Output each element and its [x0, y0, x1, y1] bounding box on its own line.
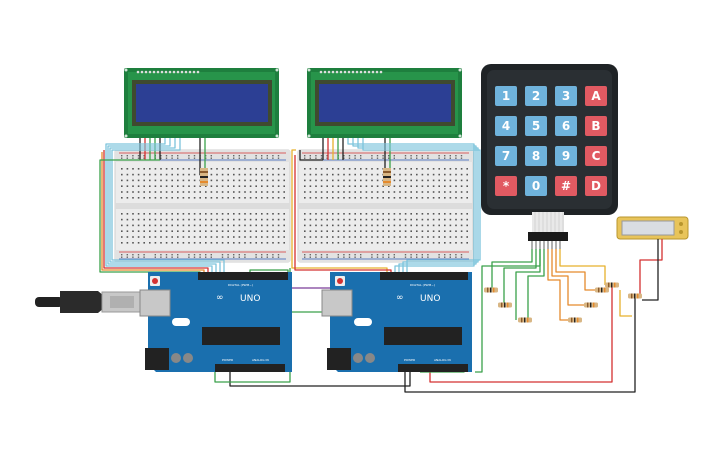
keypad-key-label: 5: [532, 119, 540, 133]
keypad-key-label: #: [561, 179, 571, 193]
keypad-key: [495, 116, 517, 136]
board-label-2: UNO: [420, 294, 440, 304]
keypad-key: [525, 176, 547, 196]
arduino-uno-2: ∞ UNO DIGITAL (PWM~) POWER ANALOG IN: [321, 272, 472, 372]
keypad-key: [525, 146, 547, 166]
keypad-key: [585, 86, 607, 106]
keypad-key-label: 2: [532, 89, 540, 103]
keypad-key-label: 1: [502, 89, 510, 103]
lcd-display-2: [307, 68, 462, 138]
header-label-1: DIGITAL (PWM~): [228, 283, 253, 287]
keypad-key-label: 3: [562, 89, 570, 103]
keypad-key-label: 6: [562, 119, 570, 133]
small-module: [616, 216, 689, 240]
keypad-key: [525, 86, 547, 106]
arduino-uno-1: ∞ UNO DIGITAL (PWM~) POWER ANALOG IN: [139, 272, 292, 372]
keypad-4x4: 1 2 3 A 4 5 6 B 7 8 9 C * 0 # D: [481, 64, 618, 249]
keypad-key: [555, 116, 577, 136]
breadboard-2: [297, 149, 474, 263]
breadboard-2-resistor: [383, 168, 391, 186]
keypad-key: [585, 176, 607, 196]
analog-label-1: ANALOG IN: [252, 358, 269, 362]
uno-logo-2: ∞: [396, 293, 404, 303]
breadboard-1: [114, 149, 291, 263]
keypad-key-label: 0: [532, 179, 540, 193]
keypad-key-label: 4: [502, 119, 510, 133]
keypad-key: [555, 146, 577, 166]
power-label-1: POWER: [222, 358, 233, 362]
keypad-key-label: B: [591, 119, 600, 133]
keypad-key-label: 7: [502, 149, 510, 163]
keypad-key-label: 8: [532, 149, 540, 163]
keypad-key-label: 9: [562, 149, 570, 163]
breadboard-1-resistor: [200, 168, 208, 186]
usb-cable: [35, 291, 143, 313]
keypad-key-label: D: [591, 179, 601, 193]
keypad-key-label: *: [503, 179, 510, 193]
resistors: [484, 282, 642, 323]
keypad-key: [555, 86, 577, 106]
keypad-key: [495, 146, 517, 166]
header-label-2: DIGITAL (PWM~): [410, 283, 435, 287]
uno-logo-1: ∞: [216, 293, 224, 303]
keypad-key: [525, 116, 547, 136]
keypad-key-label: A: [591, 89, 601, 103]
keypad-key: [495, 176, 517, 196]
keypad-key: [495, 86, 517, 106]
keypad-key: [585, 146, 607, 166]
keypad-key: [585, 116, 607, 136]
power-label-2: POWER: [404, 358, 415, 362]
keypad-key-label: C: [592, 149, 601, 163]
keypad-key: [555, 176, 577, 196]
lcd-display-1: [124, 68, 279, 138]
board-label-1: UNO: [240, 294, 260, 304]
analog-label-2: ANALOG IN: [434, 358, 451, 362]
